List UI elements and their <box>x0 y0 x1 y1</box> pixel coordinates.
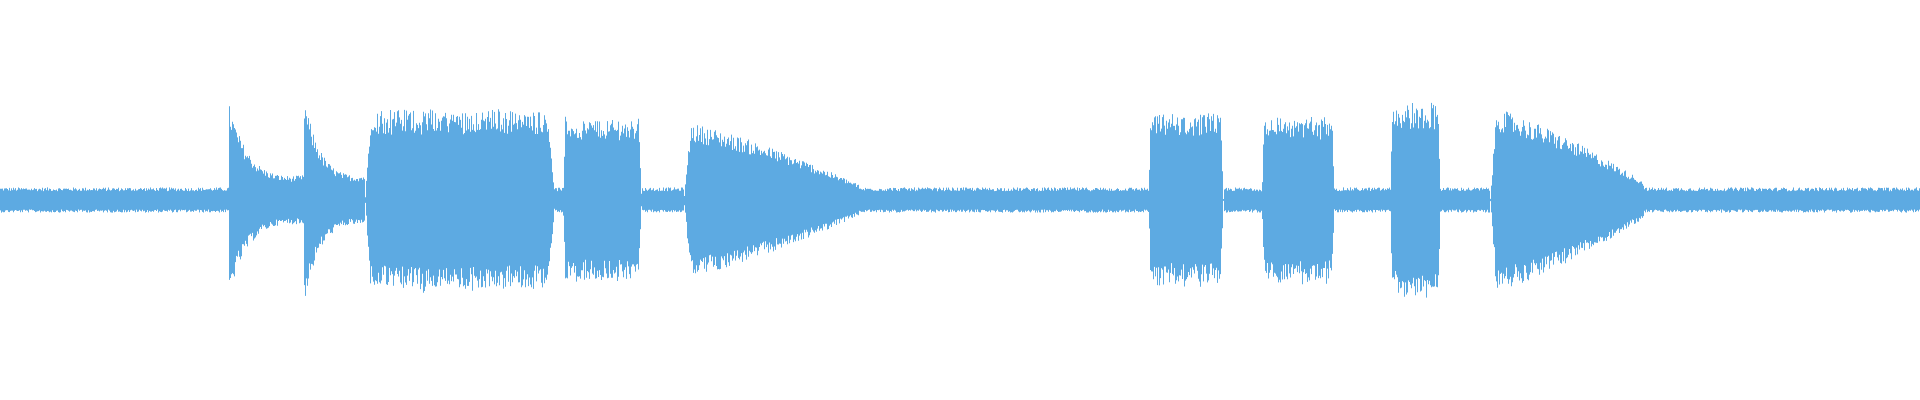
waveform-trace <box>0 102 1920 298</box>
